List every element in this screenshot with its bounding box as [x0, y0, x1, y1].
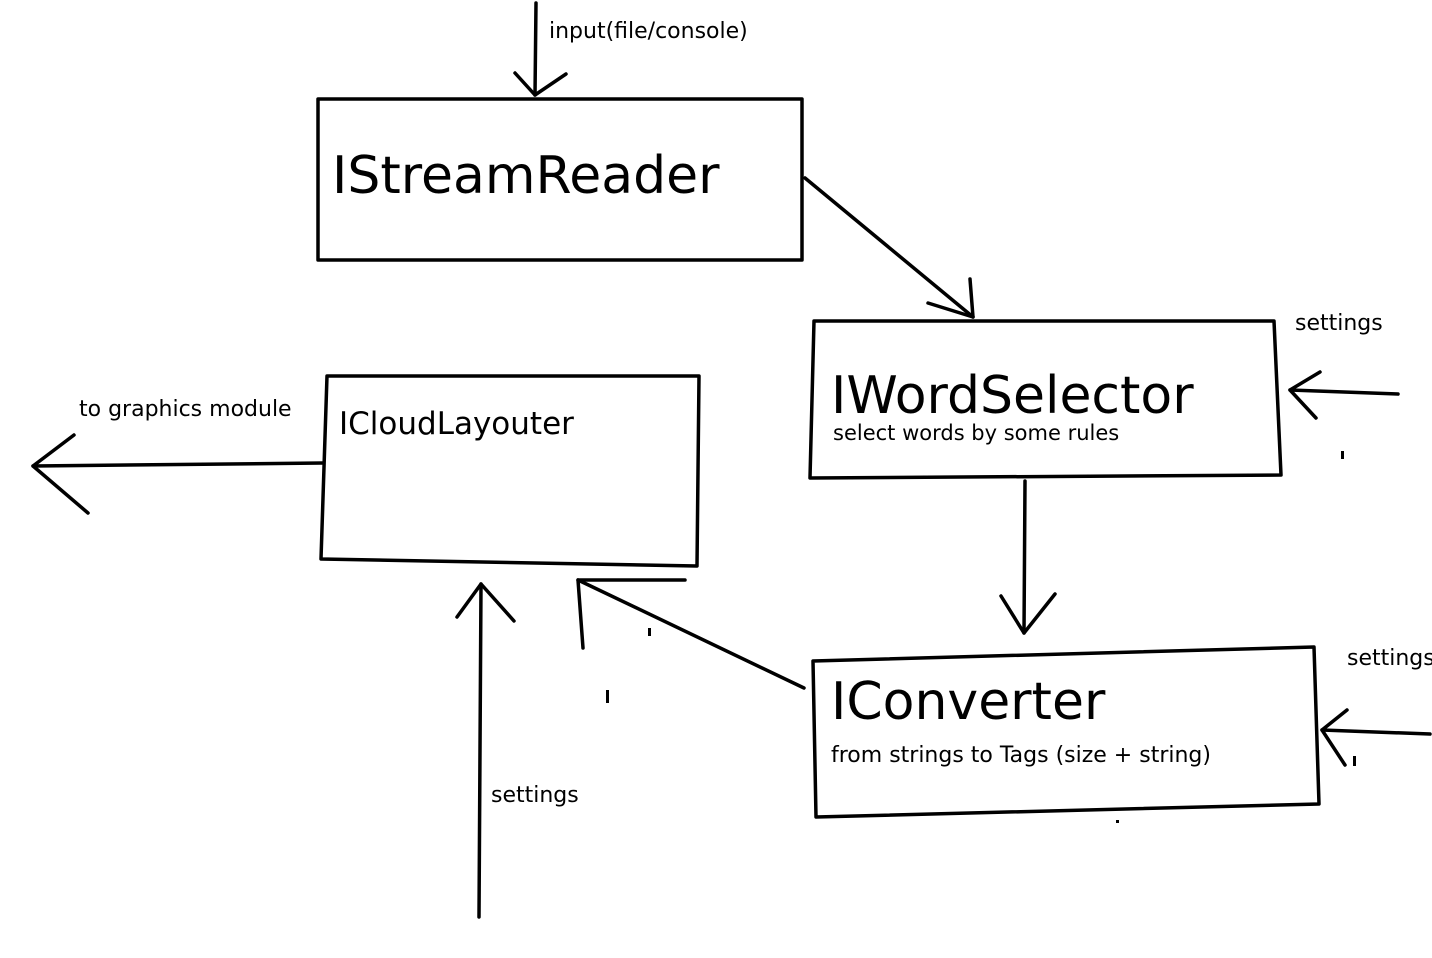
stream-reader-title: IStreamReader: [332, 146, 720, 206]
word-selector-settings-label: settings: [1295, 311, 1383, 336]
word-selector-settings-arrow: [1288, 370, 1400, 420]
stray-mark: [1116, 820, 1119, 823]
stray-mark: [606, 690, 609, 703]
stream-reader-node: IStreamReader: [316, 97, 804, 262]
word-selector-subtitle: select words by some rules: [833, 421, 1119, 445]
input-arrow: [513, 1, 568, 97]
output-arrow: [31, 433, 325, 515]
stray-mark: [1353, 756, 1356, 766]
converter-title: IConverter: [831, 672, 1106, 732]
layouter-settings-label: settings: [491, 783, 579, 808]
converter-settings-arrow: [1320, 708, 1432, 767]
stray-mark: [1341, 451, 1344, 459]
input-label: input(file/console): [549, 19, 748, 44]
cloud-layouter-title: ICloudLayouter: [339, 406, 574, 442]
converter-subtitle: from strings to Tags (size + string): [831, 743, 1211, 768]
cloud-layouter-node: ICloudLayouter: [319, 374, 701, 568]
converter-node: IConverter from strings to Tags (size + …: [811, 645, 1321, 819]
reader-to-selector-arrow: [803, 176, 975, 319]
converter-settings-label: settings: [1347, 646, 1432, 671]
word-selector-node: IWordSelector select words by some rules: [808, 319, 1283, 480]
layouter-settings-arrow: [455, 582, 516, 919]
converter-to-layouter-arrow: [576, 578, 806, 690]
output-label: to graphics module: [79, 397, 292, 422]
word-selector-title: IWordSelector: [831, 366, 1194, 426]
stray-mark: [648, 628, 651, 636]
selector-to-converter-arrow: [999, 479, 1057, 635]
